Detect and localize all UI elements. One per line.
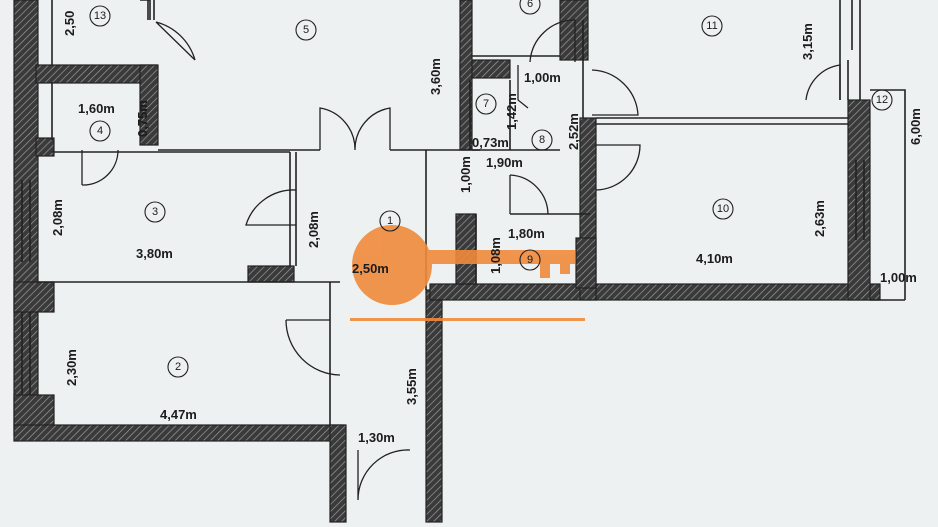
dimension-label: 2,08m [306, 211, 321, 248]
dimension-label: 1,60m [78, 101, 115, 116]
room-circle-12 [871, 89, 893, 111]
wall-2-bottom [13, 424, 345, 442]
dimension-label: 0,73m [472, 135, 509, 150]
door-13 [155, 21, 196, 61]
dimension-label: 2,63m [812, 200, 827, 237]
dimension-label: 6,00m [908, 108, 923, 145]
room-circle-1 [379, 210, 401, 232]
room-number-10: 10 [717, 203, 729, 215]
door-6 [529, 19, 576, 63]
wall-9-left [455, 213, 477, 285]
room-circle-4 [89, 120, 111, 142]
room-number-11: 11 [706, 20, 717, 32]
door-3 [245, 189, 297, 226]
dimension-label: 3,15m [800, 23, 815, 60]
room-number-2: 2 [175, 361, 181, 373]
room-number-9: 9 [527, 254, 533, 266]
room-number-12: 12 [876, 94, 888, 106]
door-entrance [357, 449, 411, 501]
room-number-6: 6 [527, 0, 533, 10]
dimension-label: 1,30m [358, 430, 395, 445]
door-10 [595, 144, 641, 191]
room-number-1: 1 [387, 215, 393, 227]
room-circle-3 [144, 201, 166, 223]
room-number-13: 13 [94, 10, 106, 22]
room-circle-13 [89, 5, 111, 27]
dimension-label: 1,00m [524, 70, 561, 85]
room-number-3: 3 [152, 206, 158, 218]
room-circle-8 [531, 129, 553, 151]
room-number-8: 8 [539, 134, 545, 146]
dimension-label: 1,90m [486, 155, 523, 170]
wall-2-corner [13, 281, 55, 313]
windows [21, 0, 865, 395]
dimension-label: 1,00m [880, 270, 917, 285]
wall-10-right [847, 99, 871, 301]
wall-bottom-band [429, 283, 881, 301]
room-labels: 13 5 6 11 12 4 7 8 3 1 9 10 2 [89, 0, 893, 378]
door-2 [285, 319, 341, 376]
dimension-label: 2,50m [352, 261, 389, 276]
room-circle-6 [519, 0, 541, 15]
dimension-label: 1,80m [508, 226, 545, 241]
wall-corner-4 [35, 137, 55, 157]
dimension-label: 2,50 [62, 11, 77, 36]
door-1-double [319, 107, 391, 151]
room-circle-10 [712, 198, 734, 220]
dimension-label: 2,30m [64, 349, 79, 386]
wall-corridor-right [425, 289, 443, 523]
door-12 [805, 64, 841, 101]
dimension-label: 3,60m [428, 58, 443, 95]
dimension-labels: 2,50 3,60m 3,15m 6,00m 1,00m 1,42m 0,73m 1,60m 0… [50, 11, 923, 445]
room-circle-9 [519, 249, 541, 271]
dimension-label: 3,55m [404, 368, 419, 405]
left-outer-wall [13, 0, 39, 426]
dimension-label: 4,47m [160, 407, 197, 422]
wall-3-bottom [247, 265, 295, 283]
dimension-label: 0,75m [135, 100, 150, 137]
dimension-label: 1,00m [458, 156, 473, 193]
room-circle-5 [295, 19, 317, 41]
dimension-label: 3,80m [136, 246, 173, 261]
door-4 [81, 149, 119, 186]
dimension-label: 1,08m [488, 237, 503, 274]
dimension-label: 2,52m [566, 113, 581, 150]
doors [81, 19, 841, 501]
key-icon [350, 225, 585, 321]
room-number-5: 5 [303, 24, 309, 36]
room-circle-11 [701, 15, 723, 37]
wall-9-right [575, 237, 597, 289]
wall-13-bottom [35, 64, 157, 84]
wall-corridor-left [329, 424, 347, 523]
door-11 [591, 69, 639, 116]
dimension-label: 2,08m [50, 199, 65, 236]
door-7 [517, 65, 529, 109]
door-9 [509, 174, 549, 215]
wall-13-right [139, 64, 159, 146]
dimension-label: 4,10m [696, 251, 733, 266]
dimension-label: 1,42m [504, 93, 519, 130]
room-circle-7 [475, 93, 497, 115]
room-circle-2 [167, 356, 189, 378]
room-number-7: 7 [483, 98, 489, 110]
walls [13, 0, 881, 523]
room-number-4: 4 [97, 125, 103, 137]
